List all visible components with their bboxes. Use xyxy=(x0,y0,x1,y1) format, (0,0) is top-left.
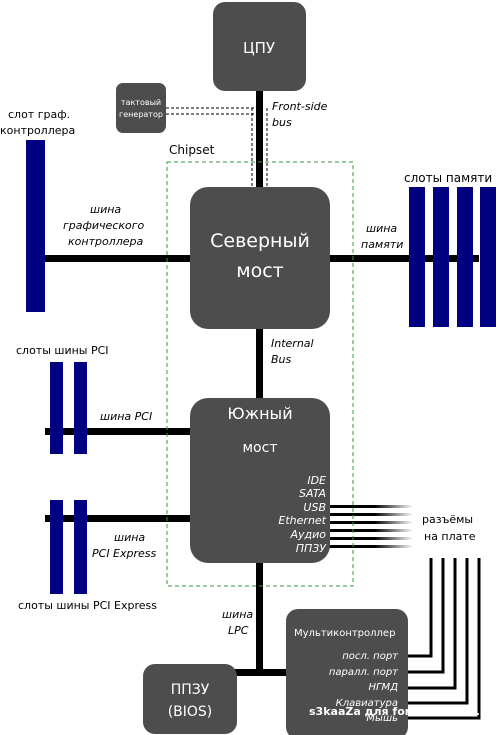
watermark: s3kaaZa для forum.onliner.by xyxy=(309,705,495,718)
pci-bus-line xyxy=(45,428,193,435)
port-ethernet: Ethernet xyxy=(278,514,326,527)
lpc-bus-label-line2: LPC xyxy=(228,624,249,637)
chipset-label: Chipset xyxy=(169,143,215,157)
memory-bus-line xyxy=(327,255,479,262)
pcie-slots-label: слоты шины PCI Express xyxy=(18,599,157,612)
port-audio: Аудио xyxy=(289,528,326,541)
pcie-bus-label-line2: PCI Express xyxy=(92,547,157,560)
north-bridge-line1: Северный xyxy=(210,230,310,252)
pci-slot xyxy=(50,362,63,454)
memory-slot xyxy=(409,187,425,327)
memory-slots xyxy=(409,187,496,327)
clock-generator-line2: генератор xyxy=(119,110,163,119)
memory-slot xyxy=(457,187,473,327)
pcie-bus-line xyxy=(45,515,193,522)
south-bridge-box: Южный мост IDE SATA USB Ethernet Аудио П… xyxy=(190,398,330,563)
south-bridge-line2: мост xyxy=(243,440,278,456)
port-rom: ППЗУ xyxy=(296,542,328,555)
pcie-slots xyxy=(50,500,87,594)
onboard-line xyxy=(327,545,413,548)
mc-item-floppy: НГМД xyxy=(368,682,398,693)
onboard-line xyxy=(327,529,413,532)
graphics-bus-line xyxy=(45,255,193,262)
mc-output-line xyxy=(405,558,457,690)
cpu-box: ЦПУ xyxy=(213,2,306,91)
clock-generator-box: тактовый генератор xyxy=(116,83,166,133)
rom-line2: (BIOS) xyxy=(168,704,213,720)
south-bridge-line1: Южный xyxy=(227,404,292,423)
multicontroller-output-lines xyxy=(405,558,481,720)
pcie-slot xyxy=(50,500,63,594)
mc-output-line xyxy=(405,558,469,705)
multicontroller-title: Мультиконтроллер xyxy=(294,628,395,639)
mc-item-parallel-port: паралл. порт xyxy=(329,667,399,678)
pci-bus-label: шина PCI xyxy=(100,410,152,423)
lpc-to-multicontroller-line xyxy=(256,669,290,676)
clock-generator-line1: тактовый xyxy=(121,98,161,107)
clock-connectors xyxy=(166,107,268,190)
cpu-label: ЦПУ xyxy=(243,39,275,57)
lpc-bus-line xyxy=(256,560,263,673)
onboard-line xyxy=(327,505,413,508)
gpu-slot-label-line1: слот граф. xyxy=(8,108,70,121)
pci-slots-label: слоты шины PCI xyxy=(16,344,109,357)
mc-item-serial-port: посл. порт xyxy=(342,651,399,662)
mc-item-keyboard: Клавиатура xyxy=(336,698,398,709)
internal-bus-label-line2: Bus xyxy=(271,353,292,366)
gpu-bus-label-line3: контроллера xyxy=(68,235,143,248)
memory-slot xyxy=(480,187,496,327)
memory-bus-label-line1: шина xyxy=(366,222,397,235)
onboard-line xyxy=(327,537,413,540)
onboard-line xyxy=(327,521,413,524)
memory-bus-label-line2: памяти xyxy=(361,238,403,251)
onboard-connectors-label-line1: разъёмы xyxy=(422,513,473,526)
pcie-slot xyxy=(74,500,87,594)
chipset-border xyxy=(166,161,354,587)
mc-output-line xyxy=(405,558,481,720)
gpu-slot-label-line2: контроллера xyxy=(0,124,75,137)
mc-item-mouse: Мышь xyxy=(366,713,398,724)
lpc-bus-label-line1: шина xyxy=(222,608,253,621)
memory-slot xyxy=(433,187,449,327)
memory-slots-label: слоты памяти xyxy=(404,171,492,185)
lpc-to-rom-line xyxy=(234,669,260,676)
front-side-bus-line xyxy=(256,88,263,190)
fsb-label-line2: bus xyxy=(272,116,292,129)
pci-slots xyxy=(50,362,87,454)
mc-output-line xyxy=(405,558,445,674)
port-sata: SATA xyxy=(299,487,326,500)
pcie-bus-label-line1: шина xyxy=(114,531,145,544)
bus-lines xyxy=(45,88,479,676)
internal-bus-label-line1: Internal xyxy=(271,337,314,350)
mc-output-line xyxy=(405,558,433,658)
pci-slot xyxy=(74,362,87,454)
north-bridge-line2: мост xyxy=(236,260,283,282)
rom-line1: ППЗУ xyxy=(171,682,210,698)
port-ide: IDE xyxy=(307,474,326,487)
bios-rom-box: ППЗУ (BIOS) xyxy=(143,664,237,734)
multicontroller-box: Мультиконтроллер посл. порт паралл. порт… xyxy=(286,609,408,735)
onboard-connector-lines xyxy=(327,505,413,548)
internal-bus-line xyxy=(256,326,263,402)
north-bridge-box: Северный мост xyxy=(190,187,330,329)
onboard-line xyxy=(327,513,413,516)
port-usb: USB xyxy=(303,501,326,514)
fsb-label-line1: Front-side xyxy=(272,100,328,113)
gpu-bus-label-line2: графического xyxy=(63,219,145,232)
onboard-connectors-label-line2: на плате xyxy=(424,530,476,543)
graphics-slot xyxy=(26,140,45,312)
gpu-bus-label-line1: шина xyxy=(90,203,121,216)
